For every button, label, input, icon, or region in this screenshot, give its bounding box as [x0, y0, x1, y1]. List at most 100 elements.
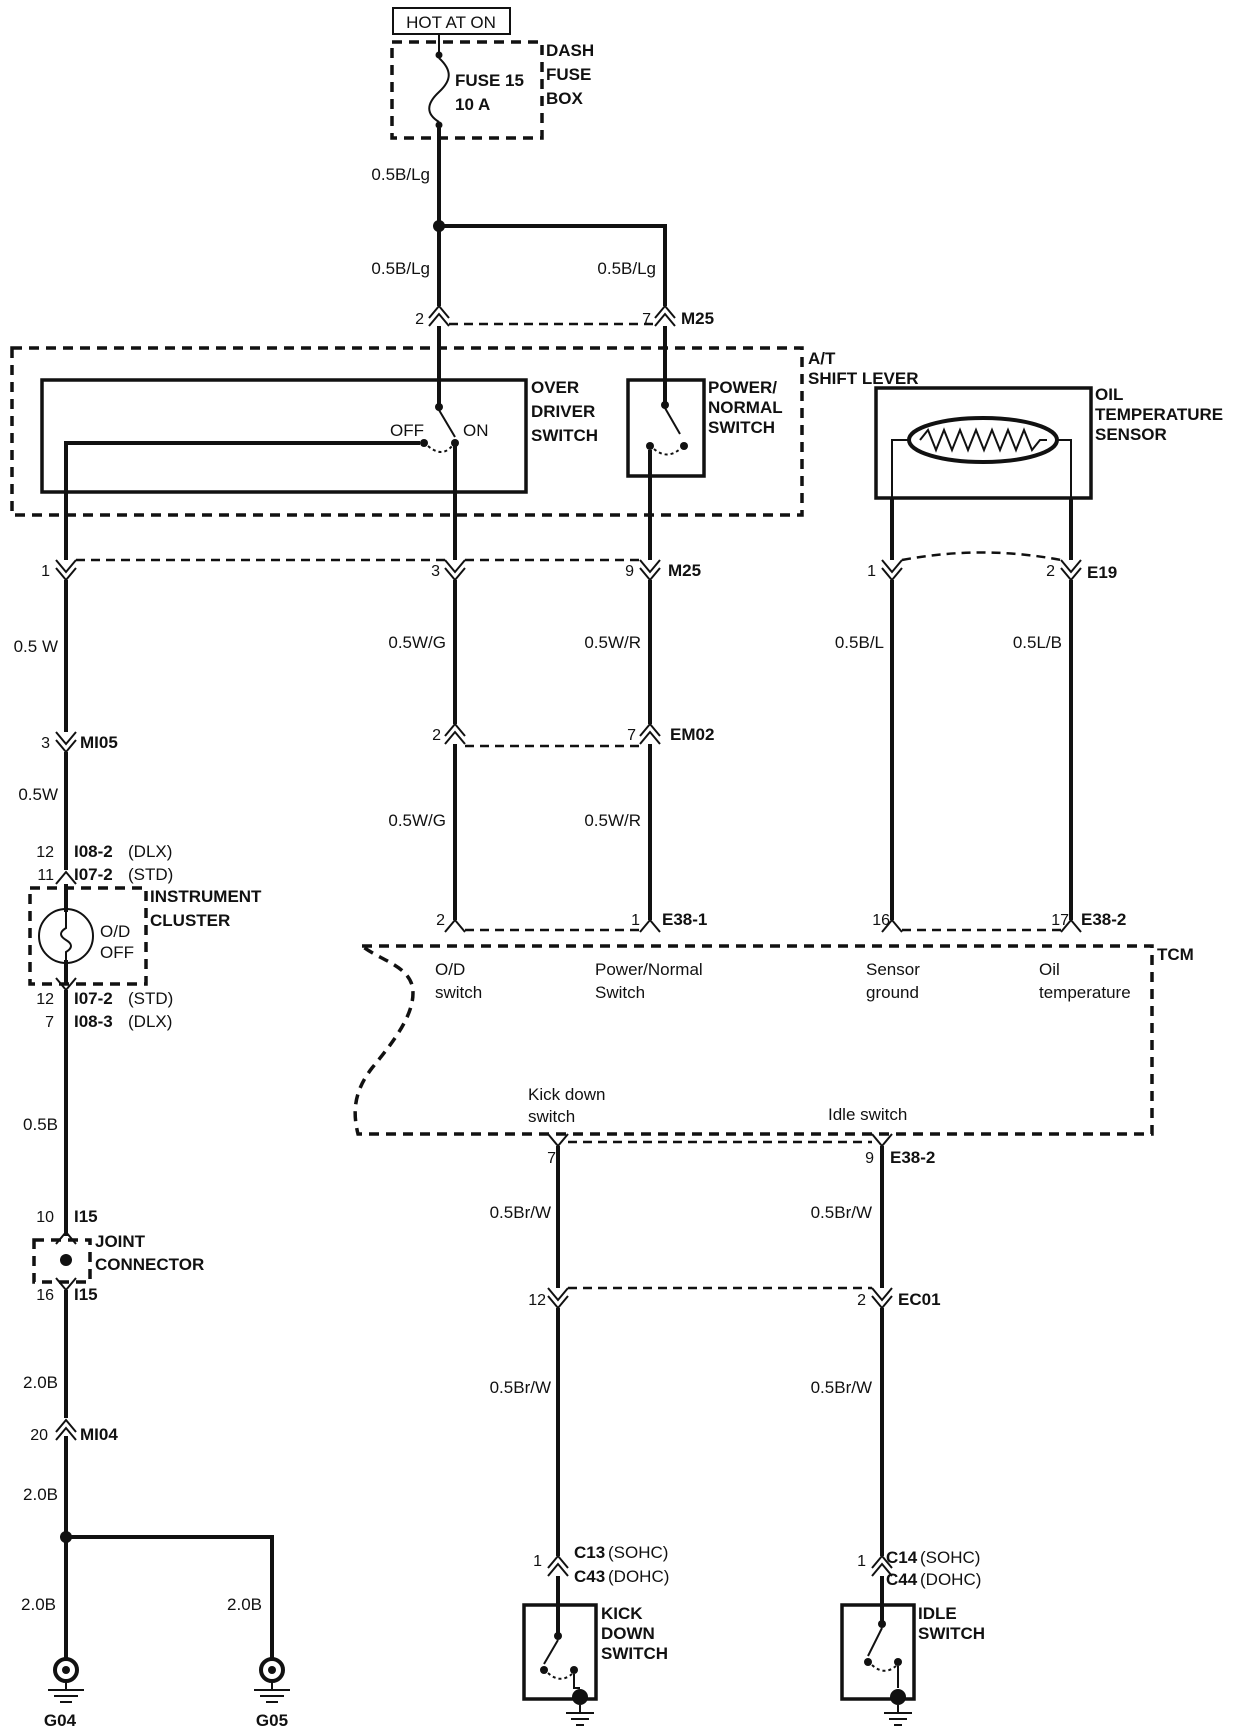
fuse-terminal-bottom: [435, 121, 443, 129]
kick-switch-ground-icon: [566, 1705, 594, 1726]
od-switch-on-label: ON: [463, 421, 489, 440]
tcm-terminal-oil-temperature-1: Oil: [1039, 960, 1060, 979]
pin-i07-2-11: 11: [37, 867, 54, 884]
joint-connector-label-1: JOINT: [95, 1232, 146, 1251]
connector-em02-pin-7: [639, 722, 661, 737]
connector-em02-pin-2-inner: [444, 730, 466, 745]
kick-switch-ground-lead: [573, 1674, 580, 1689]
connector-mi04-inner: [55, 1426, 77, 1441]
pin-em02-7: 7: [627, 727, 636, 744]
wire-label-b-l: 0.5B/L: [835, 633, 884, 652]
connector-e38-2-bottom-id: E38-2: [890, 1148, 935, 1167]
wire-label-w-r-lower: 0.5W/R: [584, 811, 641, 830]
connector-ec01-id: EC01: [898, 1290, 941, 1309]
power-normal-switch-label-1: POWER/: [708, 378, 777, 397]
dash-fuse-box-label-3: BOX: [546, 89, 584, 108]
fuse-15-symbol: [428, 57, 450, 123]
wire-label-2-0b-c: 2.0B: [21, 1595, 56, 1614]
oil-temperature-sensor-box: [874, 386, 1093, 500]
connector-e19-pin-1: [881, 559, 903, 574]
wire-label-b-cluster: 0.5B: [23, 1115, 58, 1134]
connector-i15-bottom-id: I15: [74, 1285, 98, 1304]
pin-mi04-20: 20: [30, 1427, 48, 1444]
pin-i08-2-12: 12: [36, 844, 54, 861]
connector-c14: [871, 1554, 893, 1569]
wire-label-w-r-upper: 0.5W/R: [584, 633, 641, 652]
connector-c44-id: C44: [886, 1570, 918, 1589]
wire-label-w-g-upper: 0.5W/G: [388, 633, 446, 652]
connector-m25-pin-3: [444, 559, 466, 574]
at-shift-lever-box: [10, 346, 804, 517]
pin-e19-2: 2: [1046, 563, 1055, 580]
over-driver-switch-box: [40, 378, 528, 494]
connector-e19-id: E19: [1087, 563, 1117, 582]
tcm-terminal-od-switch-1: O/D: [435, 960, 465, 979]
wire-label-l-b: 0.5L/B: [1013, 633, 1062, 652]
idle-switch-ground-icon: [884, 1705, 912, 1726]
kick-switch-terminal-a: [540, 1666, 548, 1674]
od-switch-off-label: OFF: [390, 421, 424, 440]
connector-m25-top-pin-7-inner: [654, 312, 676, 327]
pin-e38-2-7: 7: [547, 1150, 556, 1167]
connector-em02-pin-7-inner: [639, 730, 661, 745]
wire-label-br-w-4: 0.5Br/W: [811, 1378, 872, 1397]
over-driver-switch-label-3: SWITCH: [531, 426, 598, 445]
connector-c13: [547, 1554, 569, 1569]
oil-temp-sensor-label-3: SENSOR: [1095, 425, 1167, 444]
connector-c13-variant: (SOHC): [608, 1543, 668, 1562]
connector-e19-pin-2: [1060, 559, 1082, 574]
kick-down-switch-label-2: DOWN: [601, 1624, 655, 1643]
thermistor-lead-left: [891, 439, 909, 498]
wire-label-br-w-3: 0.5Br/W: [490, 1378, 551, 1397]
at-shift-lever-label-2: SHIFT LEVER: [808, 369, 919, 388]
wire-b-lg-right-top: [439, 224, 667, 276]
connector-i07-2-bottom-variant: (STD): [128, 989, 173, 1008]
connector-c13-id: C13: [574, 1543, 605, 1562]
kick-switch-case-ground: [572, 1689, 588, 1705]
power-normal-switch-label-3: SWITCH: [708, 418, 775, 437]
wire-od-off-to-cluster: [64, 441, 420, 560]
tcm-terminal-oil-temperature-2: temperature: [1039, 983, 1131, 1002]
connector-m25-top-pin-2-inner: [428, 312, 450, 327]
tcm-terminal-od-switch-2: switch: [435, 983, 482, 1002]
pin-e38-1-2: 2: [436, 912, 445, 929]
idle-switch-label-1: IDLE: [918, 1604, 957, 1623]
wire-2-0b-d: [66, 1535, 274, 1660]
connector-i15-top-id: I15: [74, 1207, 98, 1226]
idle-switch-common-terminal: [878, 1620, 886, 1628]
connector-i08-3-id: I08-3: [74, 1012, 113, 1031]
connector-m25-bottom-id: M25: [668, 561, 701, 580]
connector-mi05-id: MI05: [80, 733, 118, 752]
ground-g04-label: G04: [44, 1711, 77, 1730]
pin-i15-16: 16: [36, 1287, 54, 1304]
pin-m25-3: 3: [431, 563, 440, 580]
tcm-terminal-idle-switch: Idle switch: [828, 1105, 907, 1124]
connector-e38-2-pin-16: [881, 918, 903, 933]
wire-label-w-lower: 0.5W: [18, 785, 58, 804]
dash-fuse-box-label-1: DASH: [546, 41, 594, 60]
pin-c13-1: 1: [533, 1553, 542, 1570]
kick-switch-blade: [543, 1639, 559, 1665]
connector-e19-link: [901, 551, 1062, 562]
connector-c13-inner: [547, 1562, 569, 1577]
connector-e19-pin-1-inner: [881, 567, 903, 582]
connector-ec01-pin-12: [547, 1287, 569, 1302]
od-switch-on-terminal: [451, 439, 459, 447]
connector-i07-2-top-variant: (STD): [128, 865, 173, 884]
od-switch-link: [427, 445, 453, 453]
pin-ec01-2: 2: [857, 1292, 866, 1309]
connector-ec01-pin-12-inner: [547, 1295, 569, 1310]
pin-i08-3-7: 7: [45, 1014, 54, 1031]
idle-switch-link: [871, 1664, 897, 1672]
tcm-terminal-power-normal-2: Switch: [595, 983, 645, 1002]
connector-mi04-id: MI04: [80, 1425, 118, 1444]
od-switch-common-terminal: [435, 403, 443, 411]
od-switch-blade: [438, 409, 456, 438]
connector-c14-inner: [871, 1562, 893, 1577]
wire-label-2-0b-b: 2.0B: [23, 1485, 58, 1504]
connector-e38-1-id: E38-1: [662, 910, 707, 929]
kick-down-switch-label-1: KICK: [601, 1604, 643, 1623]
connector-e38-1-pin-1: [639, 918, 661, 933]
pn-switch-link: [653, 448, 681, 456]
